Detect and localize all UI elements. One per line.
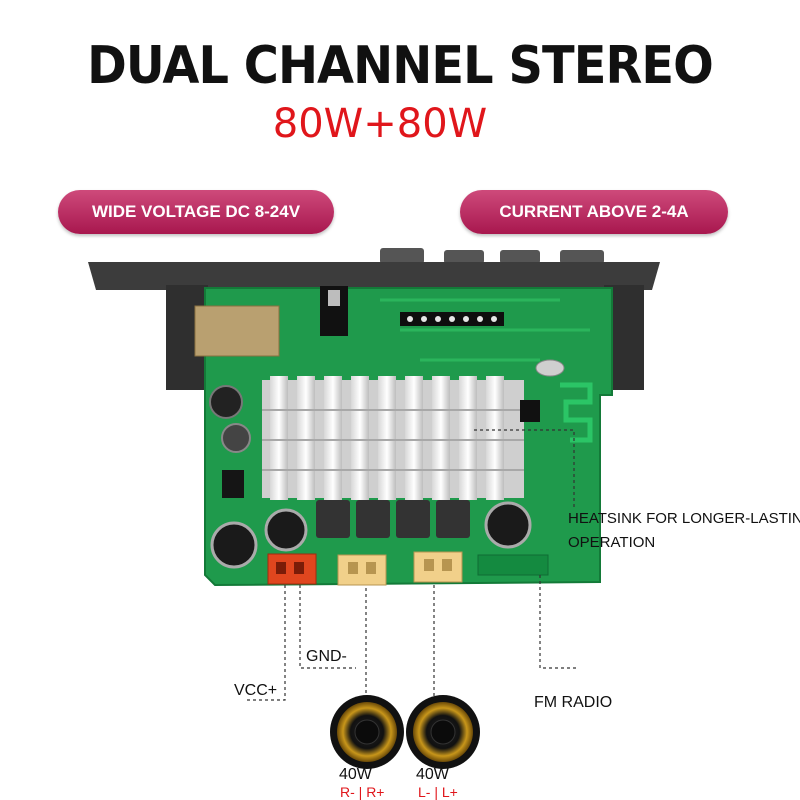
power-rating: 80W+80W bbox=[272, 101, 488, 147]
vcc-label: VCC+ bbox=[234, 682, 278, 699]
crystal bbox=[535, 359, 565, 377]
power-connector bbox=[267, 553, 317, 585]
gnd-label: GND- bbox=[306, 648, 347, 665]
right-speaker bbox=[330, 695, 404, 769]
right-speaker-watt: 40W bbox=[339, 766, 372, 783]
capacitors bbox=[209, 385, 532, 569]
voltage-badge: WIDE VOLTAGE DC 8-24V bbox=[58, 190, 334, 234]
current-badge: CURRENT ABOVE 2-4A bbox=[460, 190, 728, 234]
aluminum-heatsink bbox=[262, 376, 524, 500]
left-speaker bbox=[406, 695, 480, 769]
right-speaker-connector bbox=[337, 554, 387, 586]
fm-connector bbox=[477, 554, 549, 576]
left-speaker-terminals: L- | L+ bbox=[418, 784, 458, 800]
watermark: ARuiMei bbox=[140, 394, 186, 408]
callout-lines bbox=[246, 429, 578, 712]
antenna-trace bbox=[560, 382, 593, 443]
product-title: DUAL CHANNEL STEREO bbox=[87, 36, 714, 96]
inductors bbox=[316, 500, 470, 538]
heatsink-callout-line1: HEATSINK FOR LONGER-LASTING bbox=[568, 510, 800, 527]
ic-chip bbox=[520, 400, 540, 422]
right-speaker-terminals: R- | R+ bbox=[340, 784, 385, 800]
left-speaker-connector bbox=[413, 551, 463, 583]
fm-radio-label: FM RADIO bbox=[534, 694, 613, 711]
left-speaker-watt: 40W bbox=[416, 766, 449, 783]
sd-card-slot bbox=[194, 305, 280, 357]
heatsink-callout-line2: OPERATION bbox=[568, 534, 656, 551]
